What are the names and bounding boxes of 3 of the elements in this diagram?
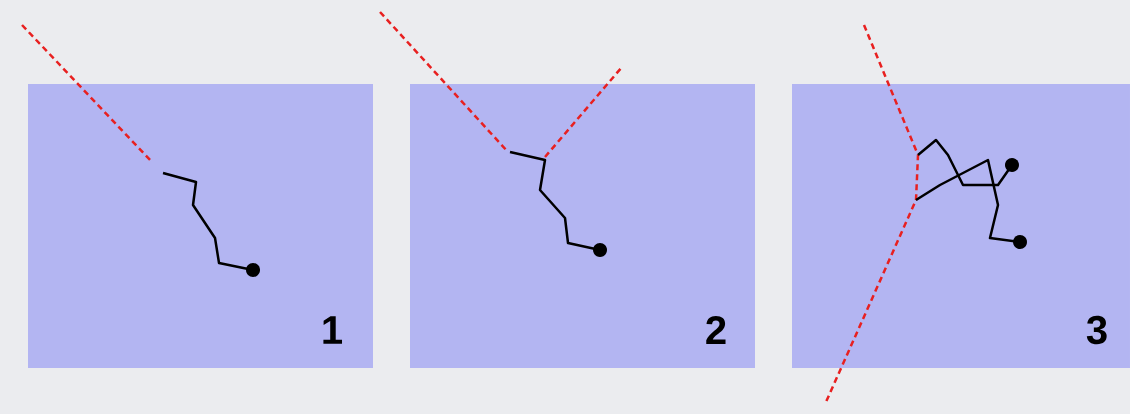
panel: 1: [28, 84, 373, 368]
panel: 3: [792, 84, 1130, 368]
panel: 2: [410, 84, 755, 368]
